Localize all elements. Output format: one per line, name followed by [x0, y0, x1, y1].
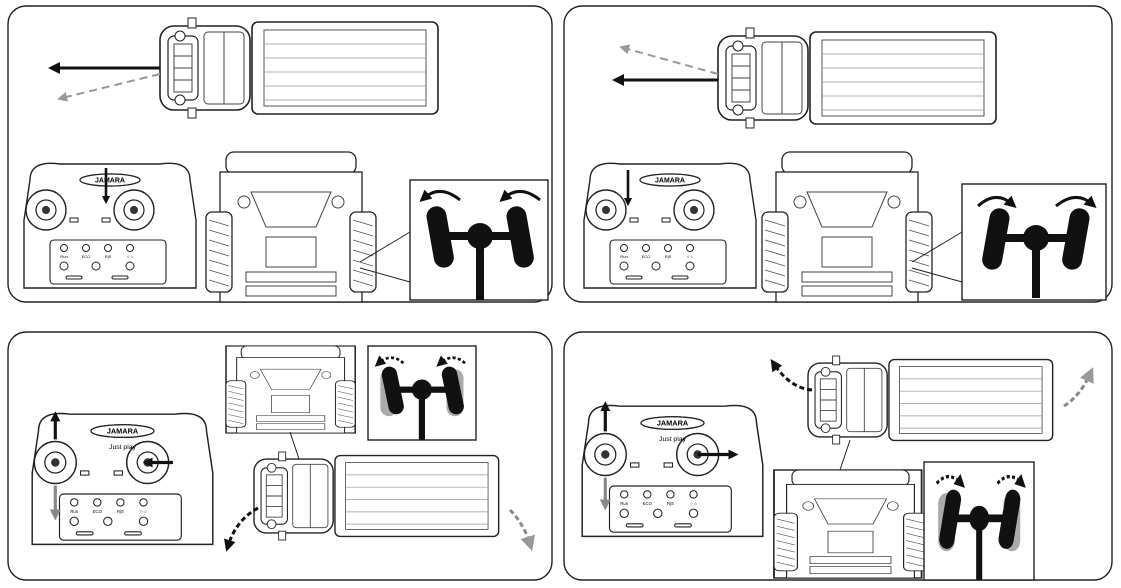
steering-detail-box	[923, 461, 1035, 581]
panel-steer-left: JAMARA Run ECO R|S ☆☆	[7, 5, 553, 303]
rotate-right-arrow	[977, 195, 1017, 208]
callout-line	[359, 231, 411, 263]
remote-control: JAMARA Just play Run ECO R|S ☆☆	[581, 401, 764, 538]
wheel-left	[939, 489, 962, 549]
truck-top-view	[807, 355, 1054, 445]
remote-button-label-1: Run	[620, 501, 628, 506]
remote-button-label-2: ECO	[642, 254, 651, 259]
remote-control: JAMARA Just play Run ECO R|S ☆☆	[31, 411, 214, 546]
remote-button-label-2: ECO	[82, 254, 91, 259]
remote-button-label-1: Run	[620, 254, 627, 259]
truck-top-view	[159, 17, 439, 119]
remote-tagline: Just play	[659, 436, 686, 443]
rotate-left-arrow	[419, 189, 461, 202]
rotate-right-arrow	[996, 473, 1026, 488]
remote-button-label-4: ☆☆	[690, 501, 698, 506]
remote-button-label-2: ECO	[93, 509, 103, 514]
callout-line	[289, 431, 301, 463]
remote-button-label-3: R|S	[105, 254, 112, 259]
remote-button-label-4: ☆☆	[686, 254, 694, 259]
remote-button-label-4: ☆☆	[140, 509, 148, 514]
wheel-right	[441, 366, 464, 415]
remote-button-label-1: Run	[60, 254, 67, 259]
turn-right-arrow	[619, 44, 719, 75]
remote-brand-logo: JAMARA	[655, 178, 685, 185]
front-swing-left-arrow	[224, 506, 259, 552]
remote-tagline: Just play	[109, 444, 136, 451]
callout-line	[839, 439, 851, 471]
steering-detail-box	[409, 179, 549, 301]
chassis-front-view	[773, 469, 928, 579]
chassis-front-view	[205, 151, 377, 303]
remote-button-label-2: ECO	[643, 501, 653, 506]
wheel-right	[1062, 208, 1090, 270]
rotate-right-arrow	[935, 473, 965, 488]
remote-control: JAMARA Run ECO R|S ☆☆	[23, 162, 197, 289]
rear-swing-arrow	[1063, 367, 1094, 408]
rotate-left-arrow	[374, 355, 405, 367]
truck-top-view	[253, 451, 500, 541]
panel-turn-left: JAMARA Just play Run ECO R|S ☆☆	[7, 331, 553, 581]
remote-brand-logo: JAMARA	[95, 178, 125, 185]
chassis-front-view	[225, 345, 356, 434]
remote-button-label-1: Run	[70, 509, 78, 514]
front-swing-right-arrow	[770, 359, 813, 392]
wheel-left	[982, 208, 1010, 270]
remote-button-label-4: ☆☆	[126, 254, 134, 259]
steering-detail-box	[961, 183, 1107, 301]
steering-detail-box	[367, 345, 477, 441]
remote-button-label-3: R|S	[117, 509, 124, 514]
wheel-right	[998, 489, 1021, 549]
remote-control: JAMARA Run ECO R|S ☆☆	[583, 162, 757, 289]
panel-turn-right: JAMARA Just play Run ECO R|S ☆☆	[563, 331, 1113, 581]
wheel-right	[506, 206, 534, 268]
rotate-left-arrow	[499, 189, 541, 202]
remote-button-label-3: R|S	[667, 501, 674, 506]
remote-button-label-3: R|S	[665, 254, 672, 259]
chassis-front-view	[761, 151, 933, 303]
wheel-left	[426, 206, 454, 268]
wheel-left	[381, 366, 404, 415]
turn-left-arrow	[57, 73, 161, 102]
remote-brand-logo: JAMARA	[107, 427, 139, 436]
callout-line	[911, 231, 963, 263]
rotate-left-arrow	[436, 355, 466, 367]
callout-line	[911, 267, 963, 283]
truck-top-view	[717, 27, 997, 129]
panel-steer-right: JAMARA Run ECO R|S ☆☆	[563, 5, 1113, 303]
rear-swing-arrow	[508, 508, 536, 552]
rotate-right-arrow	[1055, 195, 1097, 208]
callout-line	[359, 267, 411, 283]
remote-brand-logo: JAMARA	[657, 419, 689, 428]
